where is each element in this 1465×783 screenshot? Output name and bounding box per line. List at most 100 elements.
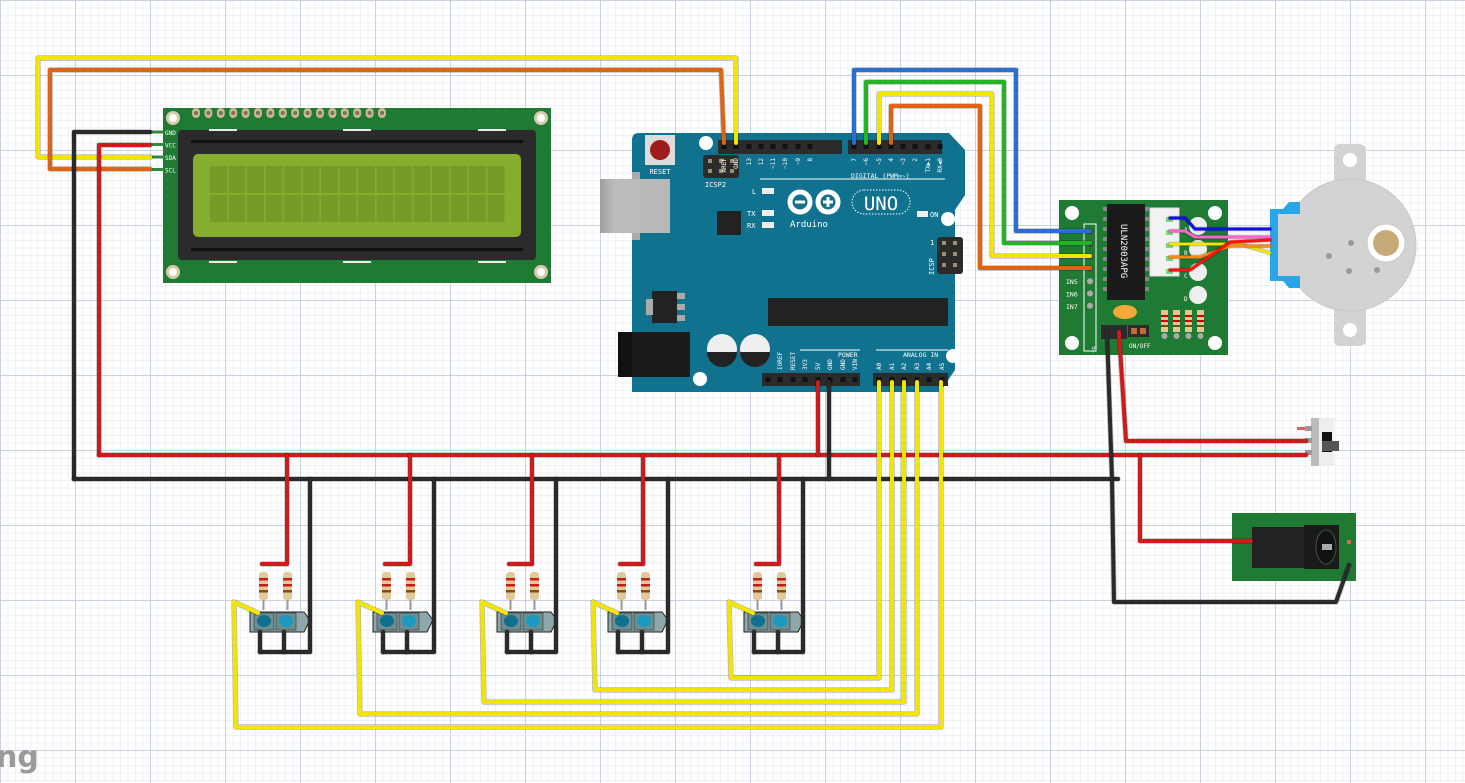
pin-label: 2: [912, 158, 919, 162]
pin-label: TX▶1: [925, 158, 932, 173]
header-pin: [939, 377, 945, 382]
arduino-logo: UNO Arduino: [787, 189, 911, 230]
header-pin: [912, 144, 918, 149]
capacitor: [1113, 305, 1137, 319]
wire-sensor-gnd: [381, 477, 436, 654]
lcd-cell: [358, 195, 375, 222]
lcd-cell: [358, 166, 375, 193]
wire-motor-blue: [1168, 216, 1272, 231]
pin-label: A5: [939, 362, 946, 370]
icsp-label: ICSP: [928, 258, 936, 275]
header-pin: [925, 144, 931, 149]
pin-label: 5V: [815, 362, 822, 370]
lcd-cell: [413, 195, 431, 222]
ir-emitter: [751, 615, 765, 627]
connector-pin: [1166, 243, 1173, 248]
led-label-l: L: [752, 188, 756, 196]
chip-label: ULN2003APG: [1118, 224, 1128, 278]
pin-label: A1: [889, 362, 896, 370]
pin-label: 3V3: [802, 359, 809, 370]
lcd-cell: [469, 166, 486, 193]
header-pin: [876, 377, 882, 382]
ir-sensor-module-4: [607, 572, 669, 633]
pin-label: ~11: [770, 158, 777, 169]
atmega-chip: [768, 298, 948, 326]
header-pin: [889, 377, 895, 382]
lcd-pin-label-gnd: GND: [165, 130, 176, 137]
ir-emitter: [380, 615, 394, 627]
driver-input-label: IN7: [1066, 303, 1078, 311]
uln2003-chip: [1107, 204, 1145, 300]
mount-hole: [941, 212, 955, 226]
wire-sensor-vcc: [383, 453, 412, 566]
header-pin: [914, 377, 920, 382]
lcd-cell: [302, 195, 320, 222]
pin-label: ~3: [900, 158, 907, 166]
pin-label: VIN: [852, 359, 859, 370]
lcd-cell: [228, 195, 246, 222]
analog-header: [873, 373, 948, 386]
led-label-rx: RX: [747, 222, 756, 230]
lcd-cell: [432, 195, 449, 222]
switch-label: ON/OFF: [1129, 343, 1151, 350]
mount-hole: [699, 136, 713, 150]
pin-label: 4: [888, 158, 895, 162]
ir-sensor-module-5: [743, 572, 805, 633]
uno-text: UNO: [864, 193, 898, 215]
header-pin: [807, 144, 813, 149]
lcd-header-pins: [192, 108, 386, 118]
wire-lcd-gnd: [72, 130, 152, 481]
header-pin: [746, 144, 752, 149]
wires: [35, 55, 1352, 730]
pin-label: IOREF: [777, 352, 784, 370]
header-pin: [851, 144, 857, 149]
on-led-label: ON: [930, 211, 938, 219]
lcd-cell: [469, 195, 486, 222]
lcd-cell: [339, 195, 357, 222]
header-pin: [888, 144, 894, 149]
ir-receiver: [773, 615, 787, 627]
wire-sensor-vcc: [754, 453, 781, 566]
wire-a2: [480, 380, 906, 704]
driver-input-pin: [1087, 278, 1093, 285]
wire-motor-red: [1168, 238, 1272, 272]
stepper-motor[interactable]: [1270, 144, 1417, 346]
header-pin: [852, 377, 858, 382]
lcd-cell: [210, 195, 227, 222]
pin-label: RESET: [790, 352, 797, 370]
header-pin: [777, 377, 783, 382]
pin-label: 12: [758, 158, 765, 166]
lcd-cell: [395, 195, 412, 222]
voltage-label: 5-12V: [1090, 346, 1098, 366]
motor-shaft: [1373, 230, 1399, 256]
slide-switch[interactable]: [1297, 418, 1339, 466]
lcd-cell: [247, 195, 264, 222]
digital-header-high: [718, 140, 842, 154]
pin-label: A3: [914, 362, 921, 370]
wire-a1: [591, 380, 894, 692]
driver-input-pin: [1087, 302, 1093, 309]
dc-barrel-jack[interactable]: [1232, 513, 1356, 581]
pin-label: GND: [827, 359, 834, 370]
header-pin: [901, 377, 907, 382]
wire-motor-pink: [1168, 229, 1272, 239]
wire-d6-in2: [864, 80, 1092, 245]
header-pin: [863, 144, 869, 149]
wire-a0: [727, 380, 881, 680]
lcd-cell: [302, 166, 320, 193]
lcd-cell: [265, 166, 283, 193]
ir-emitter: [615, 615, 629, 627]
fritzing-watermark: ng: [0, 740, 39, 775]
lcd-cell: [265, 195, 283, 222]
ir-receiver: [402, 615, 416, 627]
wire-sensor-vcc: [260, 453, 289, 566]
connector-pin: [1166, 269, 1173, 274]
power-header: [762, 373, 860, 386]
lcd-cell: [450, 166, 468, 193]
header-pin: [721, 144, 727, 149]
lcd-cell: [284, 166, 301, 193]
